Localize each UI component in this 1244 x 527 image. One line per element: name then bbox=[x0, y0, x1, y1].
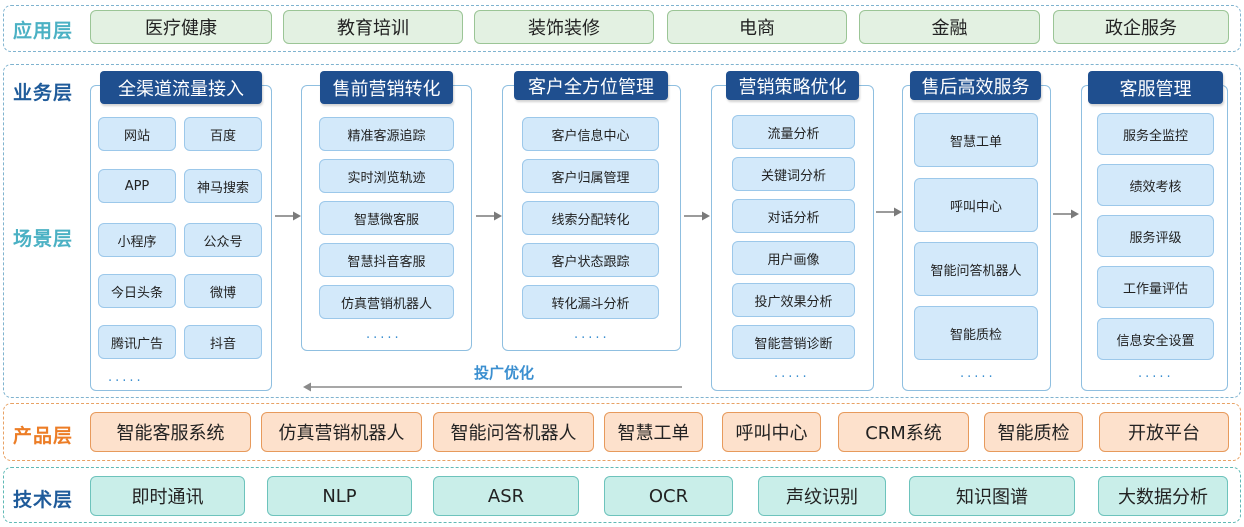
application-item: 政企服务 bbox=[1053, 10, 1229, 44]
business-layer-frame bbox=[3, 64, 1241, 398]
more-ellipsis: ..... bbox=[108, 370, 144, 385]
product-item: 呼叫中心 bbox=[722, 412, 821, 452]
strategy-item: 对话分析 bbox=[732, 199, 855, 233]
application-item: 金融 bbox=[859, 10, 1040, 44]
application-item: 医疗健康 bbox=[90, 10, 272, 44]
product-item: 智能客服系统 bbox=[90, 412, 251, 452]
technology-item: 大数据分析 bbox=[1098, 476, 1228, 516]
product-layer-frame bbox=[3, 403, 1241, 461]
application-layer-label: 应用层 bbox=[13, 20, 74, 42]
management-item: 工作量评估 bbox=[1097, 266, 1214, 308]
channel-item: 神马搜索 bbox=[184, 169, 262, 203]
channel-item: 微博 bbox=[184, 274, 262, 308]
product-item: 开放平台 bbox=[1099, 412, 1229, 452]
feedback-arrow-icon bbox=[303, 382, 682, 392]
technology-item: 声纹识别 bbox=[758, 476, 886, 516]
customer-item: 线索分配转化 bbox=[522, 201, 659, 235]
flow-arrow-icon bbox=[275, 211, 301, 221]
technology-layer-label: 技术层 bbox=[13, 489, 74, 511]
channel-item: 今日头条 bbox=[98, 274, 176, 308]
product-item: 智慧工单 bbox=[604, 412, 703, 452]
presales-item: 精准客源追踪 bbox=[319, 117, 454, 151]
product-item: CRM系统 bbox=[838, 412, 969, 452]
management-item: 服务全监控 bbox=[1097, 113, 1214, 155]
technology-item: 即时通讯 bbox=[90, 476, 245, 516]
customer-item: 客户状态跟踪 bbox=[522, 243, 659, 277]
feedback-label: 投广优化 bbox=[474, 364, 535, 382]
more-ellipsis: ..... bbox=[774, 366, 810, 381]
column-title: 售前营销转化 bbox=[320, 71, 453, 104]
management-item: 服务评级 bbox=[1097, 215, 1214, 257]
management-item: 信息安全设置 bbox=[1097, 318, 1214, 360]
more-ellipsis: ..... bbox=[960, 366, 996, 381]
product-item: 仿真营销机器人 bbox=[261, 412, 422, 452]
aftersales-item: 智能问答机器人 bbox=[914, 242, 1038, 296]
more-ellipsis: ..... bbox=[366, 327, 402, 342]
strategy-item: 流量分析 bbox=[732, 115, 855, 149]
flow-arrow-icon bbox=[876, 207, 902, 217]
application-item: 电商 bbox=[667, 10, 847, 44]
application-layer-frame bbox=[3, 5, 1241, 52]
presales-item: 智慧抖音客服 bbox=[319, 243, 454, 277]
channel-item: 百度 bbox=[184, 117, 262, 151]
application-item: 装饰装修 bbox=[474, 10, 654, 44]
customer-item: 客户信息中心 bbox=[522, 117, 659, 151]
channel-item: 网站 bbox=[98, 117, 176, 151]
application-item: 教育培训 bbox=[283, 10, 463, 44]
presales-item: 仿真营销机器人 bbox=[319, 285, 454, 319]
column-title: 营销策略优化 bbox=[726, 71, 859, 100]
business-layer-label: 业务层 bbox=[13, 82, 74, 104]
aftersales-item: 智慧工单 bbox=[914, 113, 1038, 167]
technology-item: ASR bbox=[433, 476, 579, 516]
product-item: 智能质检 bbox=[984, 412, 1083, 452]
column-title: 全渠道流量接入 bbox=[100, 71, 262, 104]
channel-item: APP bbox=[98, 169, 176, 203]
product-item: 智能问答机器人 bbox=[433, 412, 594, 452]
technology-layer-frame bbox=[3, 467, 1241, 523]
technology-item: NLP bbox=[267, 476, 412, 516]
aftersales-item: 智能质检 bbox=[914, 306, 1038, 360]
customer-item: 转化漏斗分析 bbox=[522, 285, 659, 319]
channel-item: 公众号 bbox=[184, 223, 262, 257]
customer-item: 客户归属管理 bbox=[522, 159, 659, 193]
channel-item: 腾讯广告 bbox=[98, 325, 176, 359]
technology-item: OCR bbox=[604, 476, 733, 516]
column-title: 售后高效服务 bbox=[910, 71, 1041, 100]
presales-item: 实时浏览轨迹 bbox=[319, 159, 454, 193]
scenario-layer-label: 场景层 bbox=[13, 228, 74, 250]
more-ellipsis: ..... bbox=[574, 327, 610, 342]
more-ellipsis: ..... bbox=[1138, 366, 1174, 381]
product-layer-label: 产品层 bbox=[13, 425, 74, 447]
management-item: 绩效考核 bbox=[1097, 164, 1214, 206]
column-title: 客户全方位管理 bbox=[514, 71, 668, 100]
flow-arrow-icon bbox=[684, 211, 710, 221]
flow-arrow-icon bbox=[476, 211, 502, 221]
column-title: 客服管理 bbox=[1088, 71, 1223, 104]
strategy-item: 投广效果分析 bbox=[732, 283, 855, 317]
strategy-item: 用户画像 bbox=[732, 241, 855, 275]
channel-item: 抖音 bbox=[184, 325, 262, 359]
flow-arrow-icon bbox=[1053, 209, 1079, 219]
strategy-item: 关键词分析 bbox=[732, 157, 855, 191]
aftersales-item: 呼叫中心 bbox=[914, 178, 1038, 232]
technology-item: 知识图谱 bbox=[909, 476, 1075, 516]
strategy-item: 智能营销诊断 bbox=[732, 325, 855, 359]
presales-item: 智慧微客服 bbox=[319, 201, 454, 235]
channel-item: 小程序 bbox=[98, 223, 176, 257]
